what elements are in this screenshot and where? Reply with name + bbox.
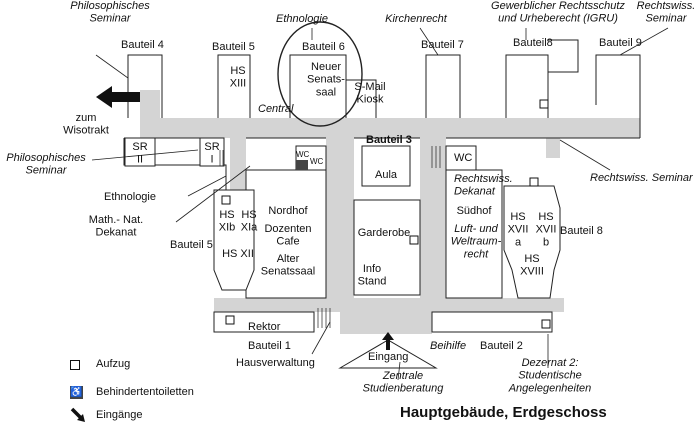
eingang-arrow-icon: [382, 332, 394, 350]
label-math-nat-dekanat: Math.- Nat.Dekanat: [89, 214, 143, 239]
label-rechtswiss-seminar-top: Rechtswiss.Seminar: [637, 0, 696, 25]
label-bauteil-6: Bauteil 6: [302, 41, 345, 53]
room-garderobe: Garderobe: [358, 227, 411, 239]
room-central: Central: [258, 103, 294, 115]
highlight-circle: [277, 21, 363, 127]
room-hs-xii: HS XII: [222, 248, 254, 260]
label-bauteil-3: Bauteil 3: [366, 134, 412, 146]
room-wc-1: WC: [296, 150, 310, 159]
label-ethnologie-top: Ethnologie: [276, 13, 328, 25]
legend-eingaenge: Eingänge: [70, 407, 143, 428]
leader-lines: [91, 27, 669, 381]
legend-toiletten-label: Behindertentoiletten: [96, 386, 194, 398]
stairs: [219, 146, 441, 328]
map-title: Hauptgebäude, Erdgeschoss: [400, 404, 607, 421]
legend-toiletten: ♿ Behindertentoiletten: [70, 386, 194, 399]
label-bauteil-8-top: Bauteil8: [513, 37, 553, 49]
room-suedhof: Südhof: [457, 205, 493, 217]
corridors: [140, 90, 640, 334]
legend-aufzug-label: Aufzug: [96, 358, 131, 370]
accessible-toilet-icon: [296, 160, 308, 170]
label-kirchenrecht: Kirchenrecht: [385, 13, 448, 25]
entrance-arrow-icon: [70, 407, 85, 422]
label-bauteil-7: Bauteil 7: [421, 39, 464, 51]
legend-aufzug: Aufzug: [70, 358, 130, 373]
room-wc-3: WC: [454, 152, 472, 164]
label-bauteil-5-side: Bauteil 5: [170, 239, 213, 251]
aufzug-icon: [70, 360, 80, 370]
label-bauteil-2: Bauteil 2: [480, 340, 523, 352]
entrance-triangle: [338, 339, 438, 369]
elevator-icons: [221, 99, 551, 329]
label-bauteil-4: Bauteil 4: [121, 39, 164, 51]
label-bauteil-5-top: Bauteil 5: [212, 41, 255, 53]
room-wc-2: WC: [310, 157, 324, 166]
legend-eingaenge-label: Eingänge: [96, 409, 143, 421]
room-aula: Aula: [375, 169, 398, 181]
label-bauteil-1: Bauteil 1: [248, 340, 291, 352]
label-ethnologie-left: Ethnologie: [104, 191, 156, 203]
rooms: [124, 137, 561, 333]
room-nordhof: Nordhof: [268, 205, 308, 217]
label-bauteil-8-side: Bauteil 8: [560, 225, 603, 237]
bauteil-labels: Bauteil 4 Bauteil 5 Bauteil 6 Bauteil 7 …: [121, 37, 642, 352]
label-hausverwaltung: Hausverwaltung: [236, 357, 315, 369]
label-rechtswiss-seminar-right: Rechtswiss. Seminar: [590, 172, 694, 184]
room-eingang: Eingang: [368, 351, 408, 363]
label-bauteil-9: Bauteil 9: [599, 37, 642, 49]
exit-arrow-icon: [96, 86, 140, 108]
label-beihilfe: Beihilfe: [430, 340, 466, 352]
wheelchair-icon: ♿: [70, 386, 83, 399]
room-rechtswiss-dekanat: Rechtswiss.Dekanat: [454, 173, 513, 198]
room-rektor: Rektor: [248, 321, 281, 333]
